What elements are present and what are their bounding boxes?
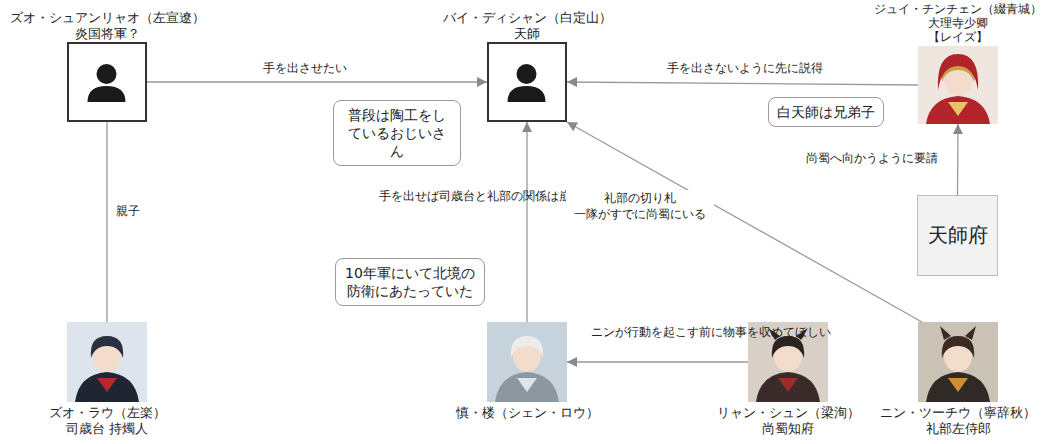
edge-label: 礼部の切り札 一隊がすでに尚蜀にいる (566, 190, 714, 222)
connector (106, 122, 107, 322)
edge-label: ニンが行動を起こす前に物事を収めてほしい (589, 324, 731, 340)
connector (957, 124, 959, 195)
person-box: ズオ・シュアンリャオ（左宣遼）炎国将軍？ (67, 42, 147, 122)
callout-bubble: 10年軍にいて北境の防衛にあたっていた (335, 258, 485, 306)
connector (147, 81, 487, 82)
node-heading-group: ニン・ツーチウ（寧辞秋）礼部左侍郎 (880, 405, 1036, 437)
node-text: ズオ・ラウ（左楽） (49, 405, 166, 421)
person-icon (489, 44, 564, 119)
portrait-box: 慎・楼（シェン・ロウ） (487, 322, 567, 402)
node-text: 天師府 (928, 222, 988, 249)
node-heading-group: ジュイ・チンチェン（綴青城）大理寺少卿【レイズ】 (874, 2, 1042, 44)
node-text: 礼部左侍郎 (880, 421, 1036, 437)
callout-bubble: 白天師は兄弟子 (768, 97, 884, 127)
character-portrait (918, 322, 998, 402)
node-text: リャン・シュン（梁洵） (717, 405, 860, 421)
node-text: 【レイズ】 (874, 30, 1042, 44)
process-box: 天師府 (917, 195, 998, 276)
node-heading-group: ズオ・シュアンリャオ（左宣遼）炎国将軍？ (10, 10, 205, 42)
node-heading-group: ズオ・ラウ（左楽）司歳台 持燭人 (49, 405, 166, 437)
node-text: 10年軍にいて北境の防衛にあたっていた (344, 264, 476, 300)
edge-label: 手を出させたい (261, 60, 349, 76)
connector (567, 361, 748, 362)
node-heading-group: リャン・シュン（梁洵）尚蜀知府 (717, 405, 860, 437)
node-text: 司歳台 持燭人 (49, 421, 166, 437)
connector (567, 82, 918, 85)
node-text: 炎国将軍？ (10, 26, 205, 42)
portrait-box: ズオ・ラウ（左楽）司歳台 持燭人 (67, 322, 147, 402)
node-text: 尚蜀知府 (717, 421, 860, 437)
node-text: 普段は陶工をしているおじいさん (342, 106, 452, 160)
person-box: バイ・ディシャン（白定山）天師 (487, 42, 567, 122)
character-portrait (67, 322, 147, 402)
node-text: ジュイ・チンチェン（綴青城） (874, 2, 1042, 16)
edge-label: 手を出さないように先に説得 (665, 60, 825, 76)
node-text: ズオ・シュアンリャオ（左宣遼） (10, 10, 205, 26)
character-portrait (748, 322, 828, 402)
node-text: ニン・ツーチウ（寧辞秋） (880, 405, 1036, 421)
node-text: 慎・楼（シェン・ロウ） (456, 405, 599, 421)
portrait-box: リャン・シュン（梁洵）尚蜀知府 (748, 322, 828, 402)
node-text: 白天師は兄弟子 (777, 103, 875, 121)
node-text: 天師 (443, 26, 612, 42)
node-heading-group: 慎・楼（シェン・ロウ） (456, 405, 599, 421)
node-heading-group: バイ・ディシャン（白定山）天師 (443, 10, 612, 42)
portrait-box: ジュイ・チンチェン（綴青城）大理寺少卿【レイズ】 (918, 46, 998, 124)
edge-label: 手を出せば司歳台と礼部の関係は崩壊する (377, 188, 519, 204)
node-text: バイ・ディシャン（白定山） (443, 10, 612, 26)
character-portrait (918, 46, 998, 124)
connector (526, 122, 527, 322)
callout-bubble: 普段は陶工をしているおじいさん (333, 100, 461, 166)
node-text: 大理寺少卿 (874, 16, 1042, 30)
edge-label: 親子 (114, 203, 142, 219)
edge-label: 尚蜀へ向かうように要請 (804, 150, 940, 166)
person-icon (69, 44, 144, 119)
portrait-box: ニン・ツーチウ（寧辞秋）礼部左侍郎 (918, 322, 998, 402)
character-portrait (487, 322, 567, 402)
